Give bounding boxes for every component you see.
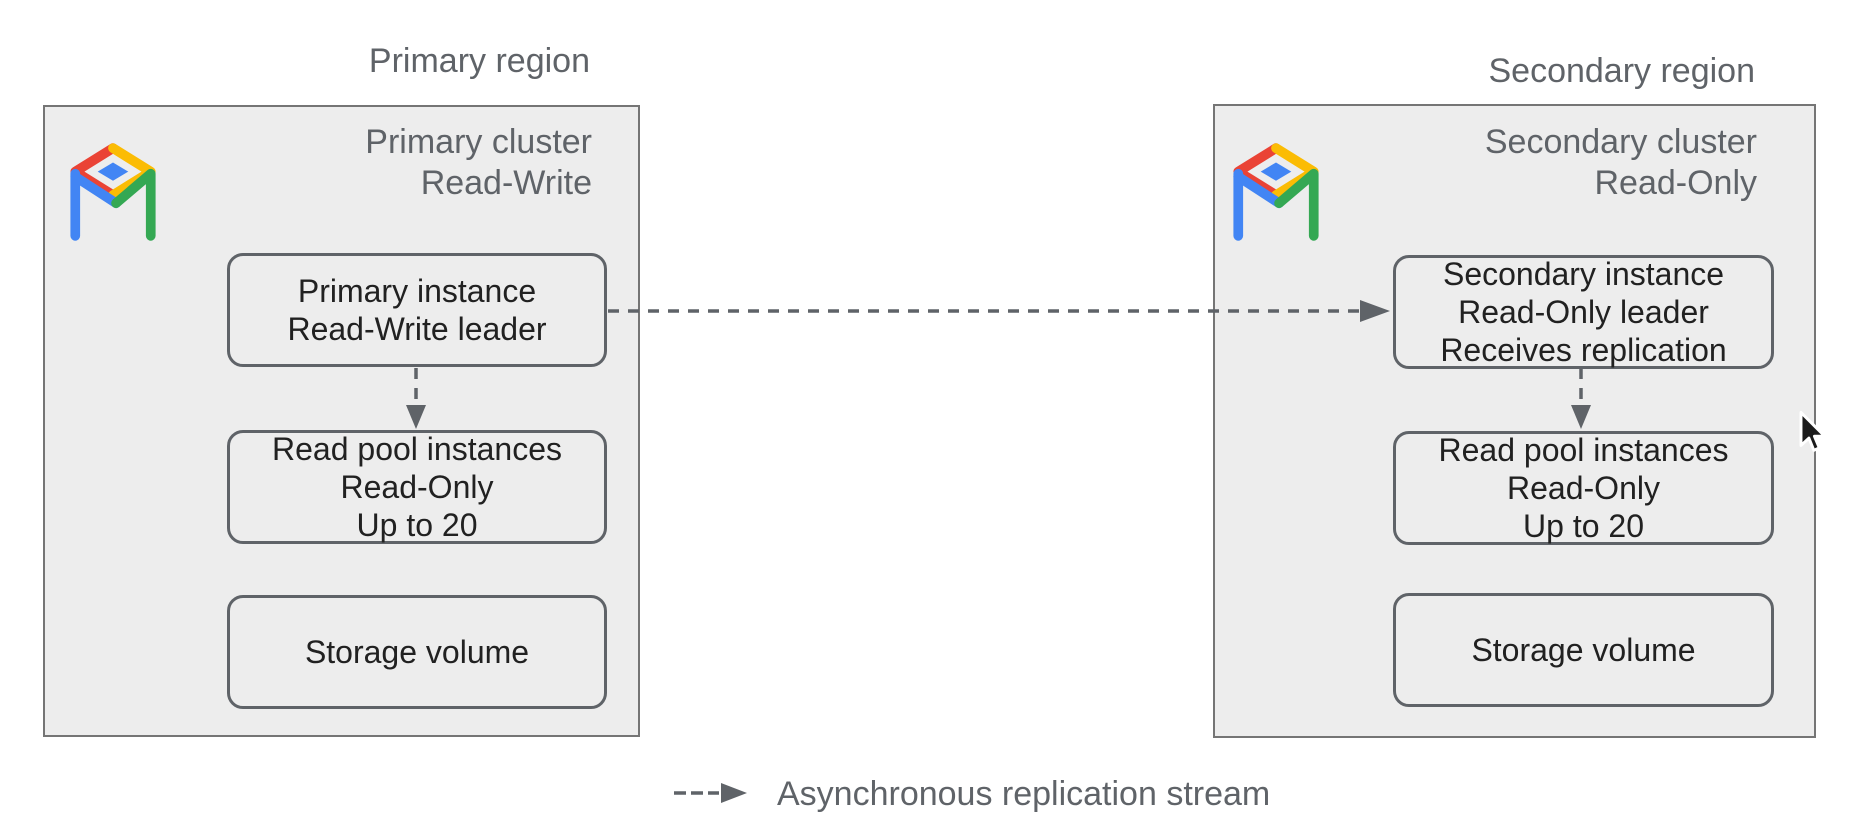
primary-instance-node: Primary instance Read-Write leader (227, 253, 607, 367)
secondary-storage-node: Storage volume (1393, 593, 1774, 707)
primary-region-label: Primary region (368, 42, 590, 80)
secondary-cluster-box: Secondary cluster Read-Only Secondary in… (1213, 104, 1816, 738)
legend-label: Asynchronous replication stream (777, 775, 1271, 813)
primary-read-pool-line1: Read pool instances (272, 431, 562, 467)
secondary-region-label: Secondary region (1488, 52, 1755, 90)
arrow-down-icon (1571, 368, 1591, 429)
legend-dashed-arrow-icon (674, 783, 747, 803)
secondary-instance-line2: Read-Only leader (1458, 294, 1709, 330)
primary-cluster-title: Primary cluster Read-Write (365, 122, 592, 204)
alloydb-icon (1233, 143, 1319, 241)
secondary-cluster-title-line1: Secondary cluster (1484, 123, 1757, 161)
replication-arrow-icon (608, 300, 1390, 322)
secondary-read-pool-node: Read pool instances Read-Only Up to 20 (1393, 431, 1774, 545)
mouse-cursor-icon (1799, 410, 1827, 452)
secondary-storage-label: Storage volume (1471, 632, 1696, 668)
arrow-down-icon (406, 368, 426, 429)
alloydb-icon (70, 143, 156, 241)
primary-instance-line2: Read-Write leader (287, 311, 547, 347)
primary-cluster-title-line2: Read-Write (420, 164, 592, 202)
primary-cluster-box: Primary cluster Read-Write Primary insta… (43, 105, 640, 737)
secondary-read-pool-line3: Up to 20 (1523, 508, 1644, 544)
primary-instance-line1: Primary instance (297, 273, 537, 309)
secondary-instance-line3: Receives replication (1440, 332, 1727, 368)
secondary-cluster-title-line2: Read-Only (1594, 164, 1757, 202)
primary-cluster-title-line1: Primary cluster (365, 123, 592, 161)
secondary-instance-line1: Secondary instance (1442, 256, 1725, 292)
secondary-instance-node: Secondary instance Read-Only leader Rece… (1393, 255, 1774, 369)
primary-read-pool-node: Read pool instances Read-Only Up to 20 (227, 430, 607, 544)
primary-read-pool-line3: Up to 20 (356, 507, 478, 543)
primary-read-pool-line2: Read-Only (340, 469, 494, 505)
primary-storage-label: Storage volume (304, 634, 530, 670)
primary-storage-node: Storage volume (227, 595, 607, 709)
secondary-read-pool-line2: Read-Only (1507, 470, 1660, 506)
secondary-read-pool-line1: Read pool instances (1438, 432, 1729, 468)
secondary-cluster-title: Secondary cluster Read-Only (1485, 122, 1757, 204)
